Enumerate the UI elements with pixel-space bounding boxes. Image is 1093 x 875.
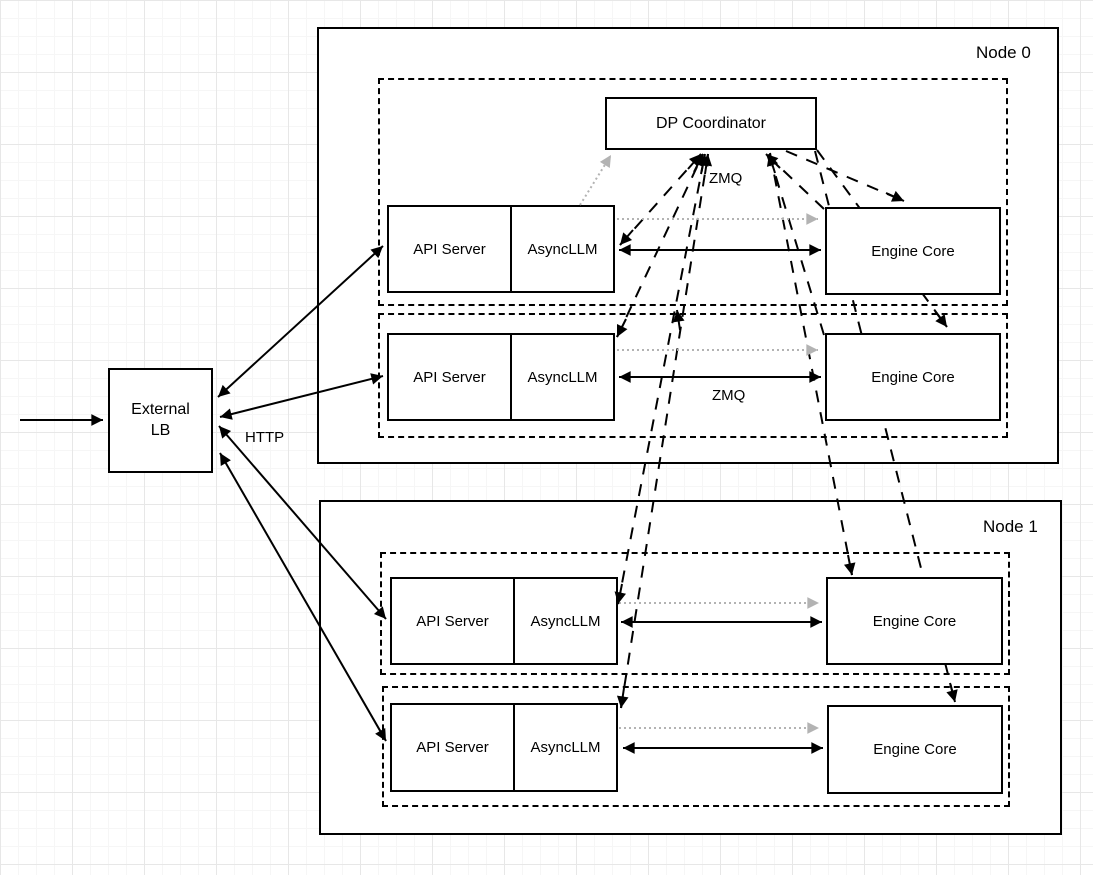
zmq-label-engine: ZMQ (712, 387, 746, 404)
node0-api-async-1: API Server AsyncLLM (387, 333, 615, 421)
node0-engine-core-0: Engine Core (825, 207, 1001, 295)
node1-asyncllm-0: AsyncLLM (530, 612, 601, 630)
node1-api-async-1: API Server AsyncLLM (390, 703, 618, 792)
http-label: HTTP (245, 429, 285, 446)
external-lb-box: External LB (108, 368, 213, 473)
node1-api-server-1: API Server (392, 705, 515, 790)
external-lb-label: External LB (131, 400, 190, 439)
node1-engine-core-0: Engine Core (826, 577, 1003, 665)
node0-engine-core-0-label: Engine Core (871, 242, 955, 260)
node0-asyncllm-1: AsyncLLM (527, 368, 598, 386)
node0-engine-core-1-label: Engine Core (871, 368, 955, 386)
node1-api-async-0: API Server AsyncLLM (390, 577, 618, 665)
dp-coordinator-label: DP Coordinator (656, 114, 766, 132)
node0-label: Node 0 (976, 43, 1031, 62)
node0-engine-core-1: Engine Core (825, 333, 1001, 421)
node0-api-server-0: API Server (389, 207, 512, 291)
node0-api-async-0: API Server AsyncLLM (387, 205, 615, 293)
node1-asyncllm-1: AsyncLLM (530, 739, 601, 756)
node1-engine-core-1-label: Engine Core (873, 741, 957, 758)
node1-engine-core-1: Engine Core (827, 705, 1003, 794)
node0-api-server-1: API Server (389, 335, 512, 419)
dp-coordinator-box: DP Coordinator (605, 97, 817, 150)
node0-asyncllm-0: AsyncLLM (527, 240, 598, 258)
node1-engine-core-0-label: Engine Core (872, 612, 957, 630)
node1-label: Node 1 (983, 517, 1038, 536)
node1-api-server-0: API Server (392, 579, 515, 663)
zmq-label-coordinator: ZMQ (709, 170, 743, 187)
